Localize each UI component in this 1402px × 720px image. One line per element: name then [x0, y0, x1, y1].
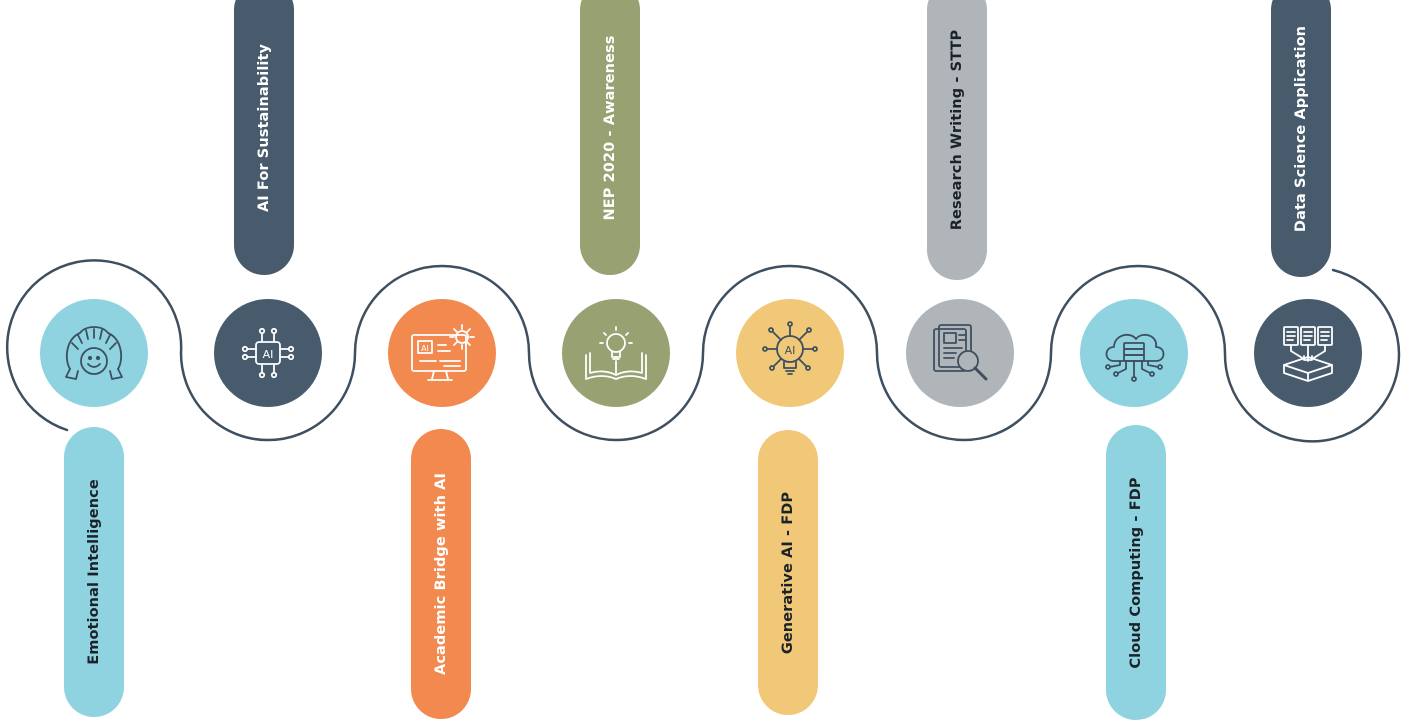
step-5-label: Generative AI - FDP	[780, 491, 796, 654]
step-1-badge	[40, 299, 148, 407]
step-5-badge: AI	[736, 299, 844, 407]
brain-emotion-icon	[65, 326, 123, 380]
step-7-label: Cloud Computing - FDP	[1128, 476, 1144, 669]
document-magnifier-icon	[933, 324, 988, 381]
step-1-label: Emotional Intelligence	[86, 479, 102, 665]
step-7-badge	[1080, 299, 1188, 407]
step-8-label-pill: Data Science Application	[1271, 0, 1331, 277]
step-1-label-pill: Emotional Intelligence	[64, 427, 124, 717]
step-6-label: Research Writing - STTP	[949, 29, 965, 231]
step-6-label-pill: Research Writing - STTP	[927, 0, 987, 280]
svg-text:AI: AI	[421, 344, 429, 353]
ai-monitor-gear-icon: AI	[411, 324, 475, 381]
svg-text:AI: AI	[785, 344, 796, 357]
training-timeline-diagram: Emotional Intelligence AI For Sustainabi…	[5, 0, 1401, 720]
step-2-badge: AI	[214, 299, 322, 407]
step-5-label-pill: Generative AI - FDP	[758, 430, 818, 715]
ai-chip-icon: AI	[241, 327, 295, 379]
step-3-label-pill: Academic Bridge with AI	[411, 429, 471, 719]
step-3-badge: AI	[388, 299, 496, 407]
step-3-label: Academic Bridge with AI	[433, 473, 449, 675]
step-7-label-pill: Cloud Computing - FDP	[1106, 425, 1166, 720]
step-4-badge	[562, 299, 670, 407]
step-4-label-pill: NEP 2020 - Awareness	[580, 0, 640, 275]
step-6-badge	[906, 299, 1014, 407]
step-2-label-pill: AI For Sustainability	[234, 0, 294, 275]
step-8-badge	[1254, 299, 1362, 407]
svg-text:AI: AI	[263, 348, 274, 361]
step-2-label: AI For Sustainability	[256, 43, 272, 212]
step-8-label: Data Science Application	[1293, 25, 1309, 232]
open-book-lightbulb-icon	[585, 326, 647, 380]
step-4-label: NEP 2020 - Awareness	[602, 35, 618, 220]
documents-to-box-icon	[1283, 326, 1333, 382]
cloud-server-icon	[1105, 333, 1165, 382]
wave-connector-track	[5, 259, 1401, 443]
ai-lightbulb-icon: AI	[762, 321, 818, 375]
